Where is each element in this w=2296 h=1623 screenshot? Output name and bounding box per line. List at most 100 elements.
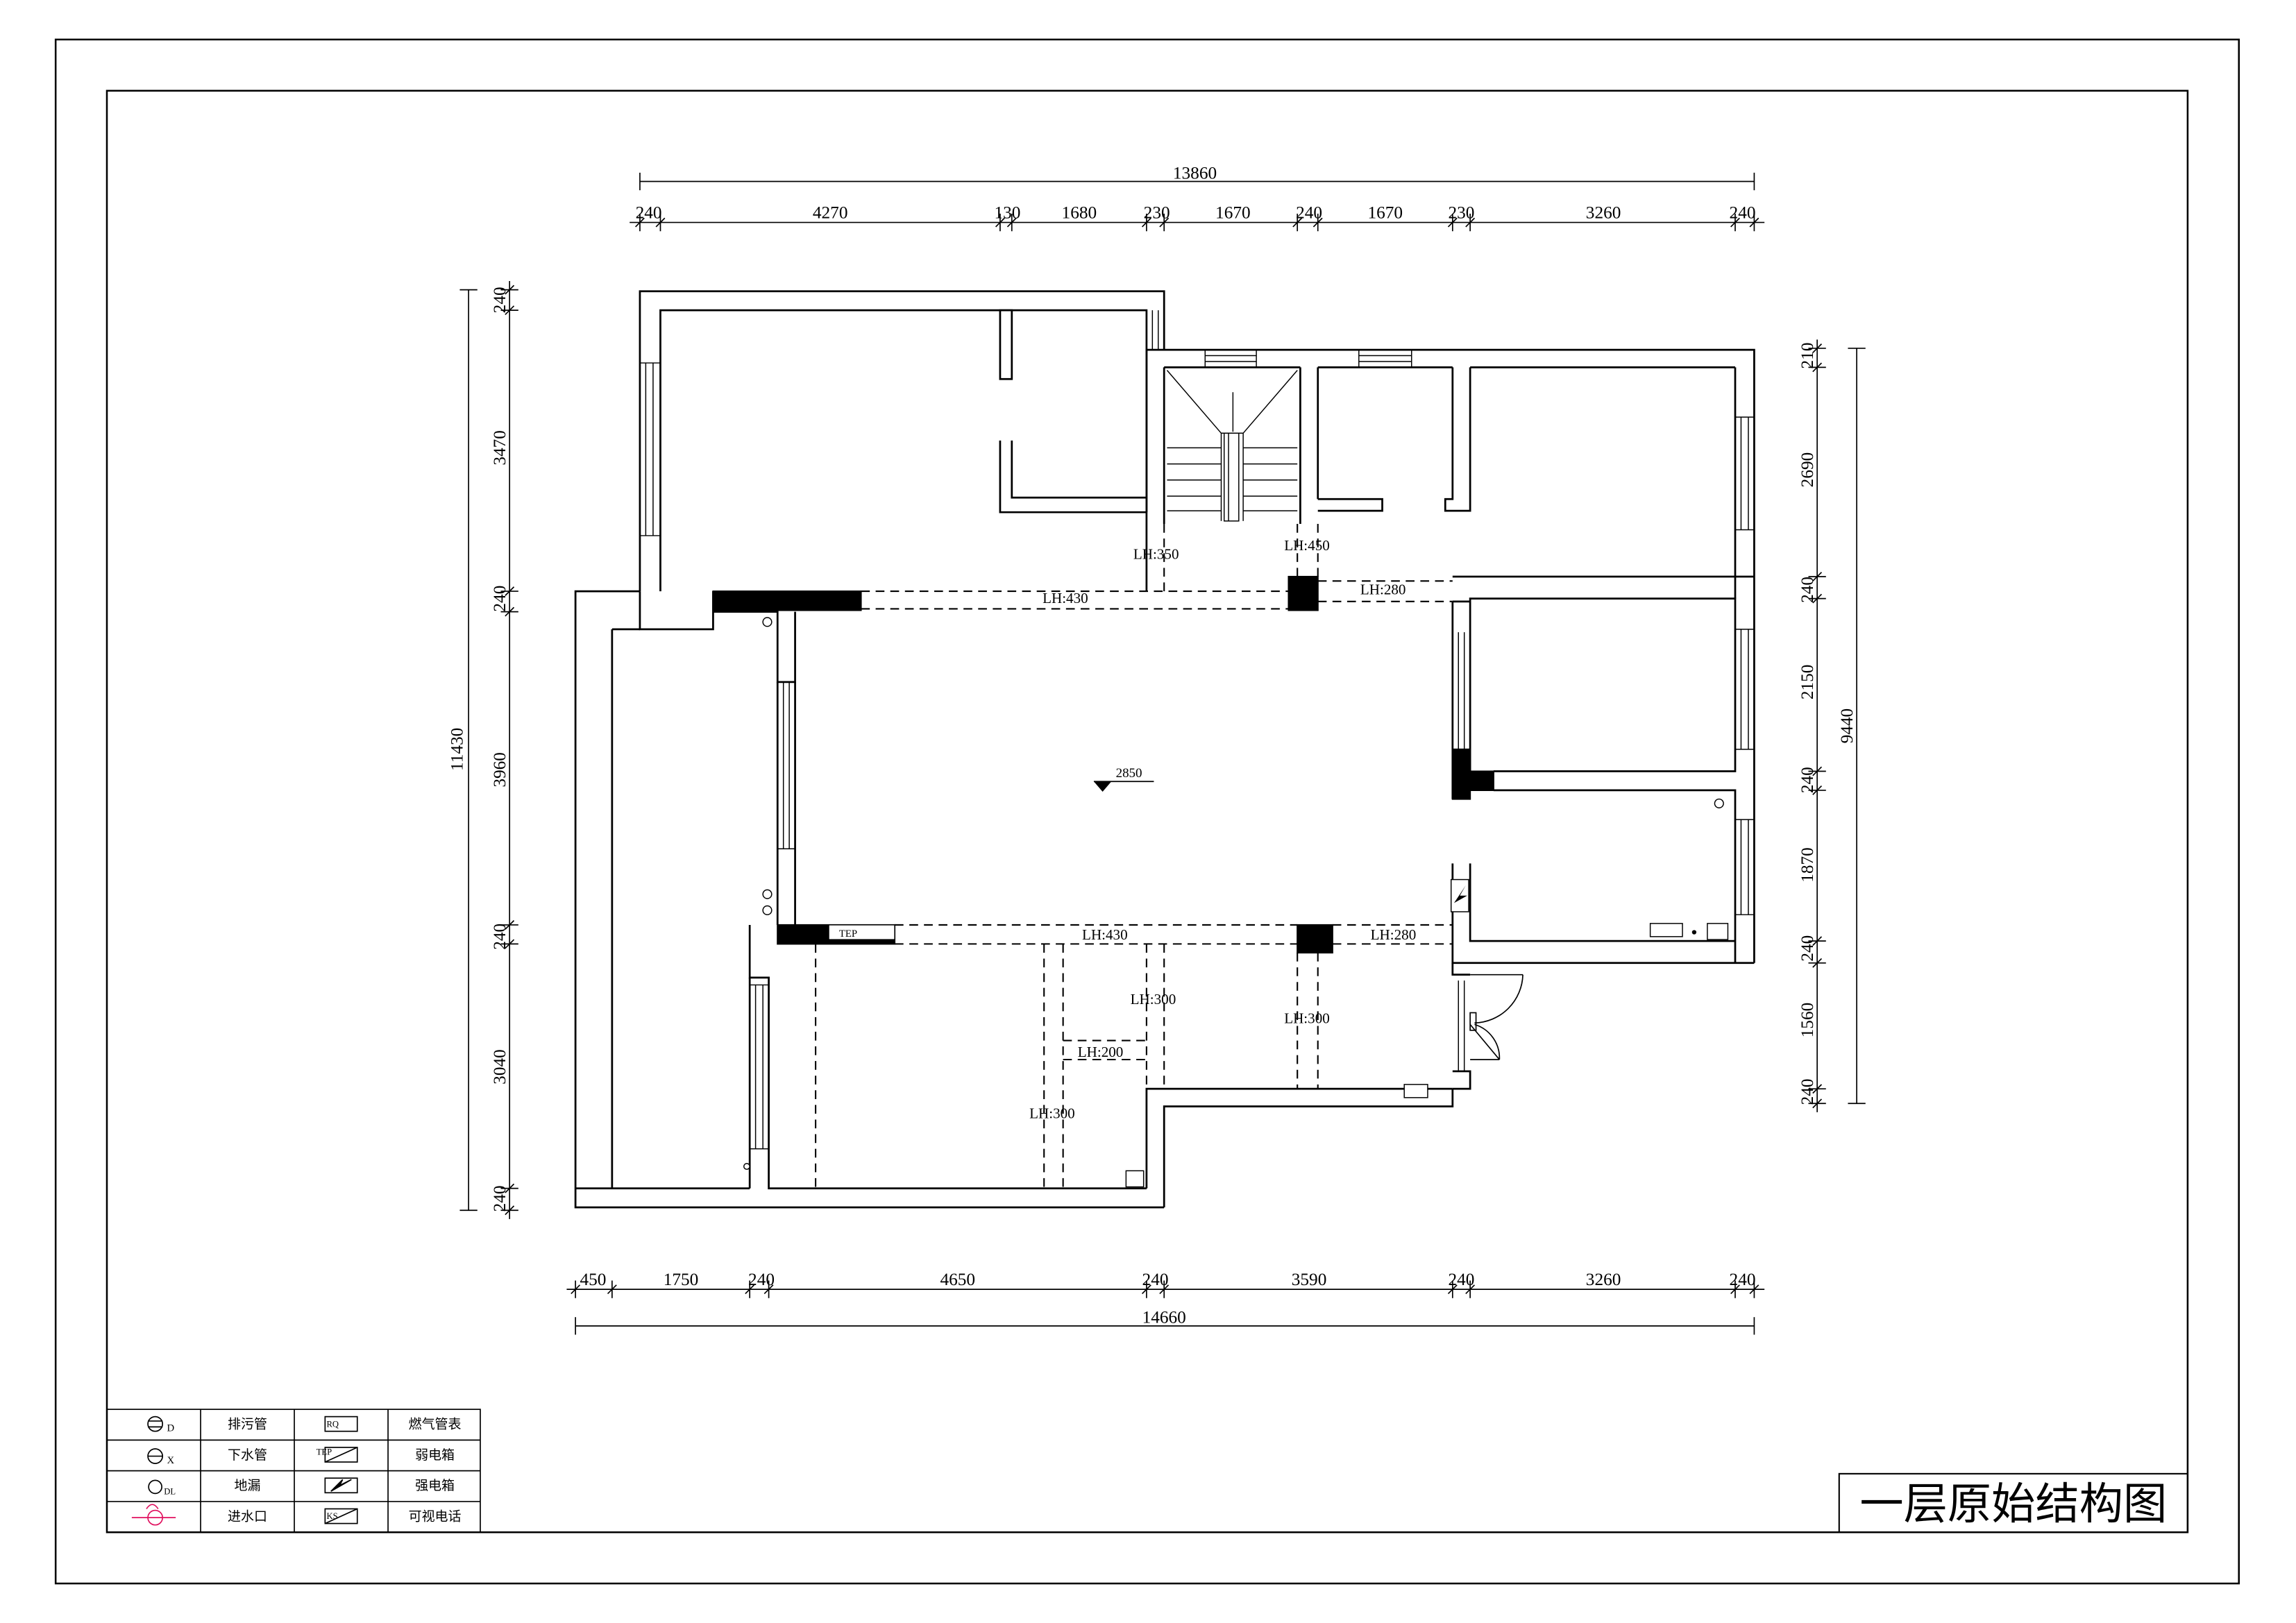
downpipe-symbol (147, 1448, 164, 1464)
dimension-tick (1812, 343, 1823, 353)
weak-current-box-symbol (324, 1447, 358, 1463)
left-dim-2: 3470 (490, 430, 509, 466)
beam-label-9: LH:300 (1029, 1105, 1075, 1121)
legend-symbols (131, 1416, 358, 1526)
dimension-tick (1141, 217, 1151, 228)
bottom-dim-9: 240 (1730, 1270, 1756, 1289)
top-dim-2: 4270 (813, 203, 848, 222)
bottom-segment-labels: 450 1750 240 4650 240 3590 240 3260 240 (580, 1270, 1755, 1289)
dimension-tick (1312, 217, 1323, 228)
dimension-tick (1812, 593, 1823, 604)
left-segment-labels: 240 3470 240 3960 240 3040 240 (490, 287, 509, 1212)
weak-box-label-plate (828, 924, 895, 940)
dimension-tick (1159, 1284, 1170, 1295)
bottom-dim-5: 240 (1142, 1270, 1169, 1289)
dimension-tick (1812, 362, 1823, 373)
water-inlet-symbol (131, 1504, 176, 1526)
top-dim-8: 1670 (1367, 203, 1403, 222)
top-dim-11: 240 (1730, 203, 1756, 222)
bottom-dim-6: 3590 (1292, 1270, 1327, 1289)
svg-text:RQ: RQ (326, 1419, 339, 1429)
bottom-dim-1: 450 (580, 1270, 606, 1289)
dimension-tick (1812, 572, 1823, 581)
dimension-left (459, 280, 518, 1219)
beam-label-8: LH:300 (1284, 1010, 1330, 1026)
bottom-dim-4: 4650 (940, 1270, 975, 1289)
svg-text:X: X (167, 1455, 175, 1466)
dimension-tick (1447, 217, 1458, 228)
dimension-tick (655, 217, 666, 228)
dimension-tick (505, 284, 515, 295)
plan-fixtures (743, 617, 1729, 1188)
top-dim-6: 1670 (1215, 203, 1251, 222)
top-dim-3: 130 (994, 203, 1020, 222)
left-dim-6: 3040 (490, 1049, 509, 1085)
dimension-tick (505, 939, 515, 949)
beam-labels: LH:430 LH:350 LH:450 LH:280 LH:430 LH:28… (1029, 537, 1416, 1121)
dimension-tick (1730, 217, 1740, 228)
top-dim-10: 3260 (1586, 203, 1621, 222)
floor-drain-dot (1691, 930, 1697, 935)
dimension-tick (505, 920, 515, 930)
bottom-total-dimension: 14660 (1142, 1308, 1186, 1327)
right-dim-8: 1560 (1798, 1003, 1817, 1038)
right-segment-labels: 210 2690 240 2150 240 1870 240 1560 240 (1798, 343, 1817, 1105)
dimension-bottom (566, 1280, 1765, 1335)
dimension-tick (1812, 936, 1823, 946)
dimension-tick (1006, 217, 1017, 228)
bottom-dim-2: 1750 (664, 1270, 699, 1289)
structural-columns (712, 575, 1494, 954)
dimension-tick (1292, 217, 1303, 228)
strong-current-box-symbol (324, 1477, 358, 1494)
dimension-tick (1465, 1284, 1476, 1295)
walls (574, 290, 1755, 1209)
left-dim-7: 240 (490, 1185, 509, 1212)
right-dim-1: 210 (1798, 343, 1817, 369)
legend-label-drain: 排污管 (228, 1416, 267, 1431)
beams (815, 524, 1453, 1189)
staircase (1166, 370, 1298, 522)
title-block (1838, 1472, 2188, 1533)
dimension-tick (1749, 217, 1759, 228)
dimension-tick (1812, 785, 1823, 795)
dimension-tick (763, 1284, 774, 1295)
dimension-tick (505, 606, 515, 617)
right-dim-9: 240 (1798, 1078, 1817, 1105)
dimension-tick (505, 586, 515, 597)
dimension-tick (635, 217, 645, 228)
beam-label-10: LH:200 (1078, 1044, 1124, 1060)
drawing-title: 一层原始结构图 (1859, 1480, 2167, 1529)
beam-label-1: LH:430 (1043, 590, 1088, 606)
dimension-tick (505, 305, 515, 316)
left-dim-4: 3960 (490, 752, 509, 788)
dimension-tick (1812, 958, 1823, 968)
floor-drain-symbol (148, 1479, 162, 1495)
top-dim-4: 1680 (1062, 203, 1097, 222)
dimension-tick (995, 217, 1005, 228)
video-intercom-symbol (324, 1508, 358, 1524)
beam-label-5: LH:430 (1082, 926, 1128, 943)
legend-labels: 排污管 下水管 地漏 进水口 燃气管表 弱电箱 强电箱 可视电话 (228, 1416, 461, 1524)
entry-door (1469, 974, 1523, 1060)
dimension-tick (1812, 1084, 1823, 1094)
dimension-tick (1447, 1284, 1458, 1295)
right-dim-5: 240 (1798, 767, 1817, 793)
svg-text:DL: DL (164, 1486, 176, 1496)
dimension-tick (1812, 1098, 1823, 1109)
right-dim-2: 2690 (1798, 452, 1817, 488)
svg-text:D: D (167, 1423, 175, 1434)
dimension-right (1808, 339, 1866, 1112)
dimension-tick (1749, 1284, 1759, 1295)
left-total-dimension: 11430 (448, 728, 467, 771)
outer-border (54, 38, 2240, 1585)
bottom-dim-8: 3260 (1586, 1270, 1621, 1289)
right-total-dimension: 9440 (1837, 708, 1857, 744)
legend-codes: D X DL RQ TEP KS (164, 1419, 339, 1521)
beam-label-7: LH:300 (1131, 991, 1176, 1008)
left-dim-3: 240 (490, 586, 509, 612)
dimension-tick (1812, 766, 1823, 776)
elevation-marker: 2850 (1093, 766, 1154, 792)
svg-text:KS: KS (326, 1511, 337, 1521)
drain-pipe-symbol (147, 1416, 164, 1432)
